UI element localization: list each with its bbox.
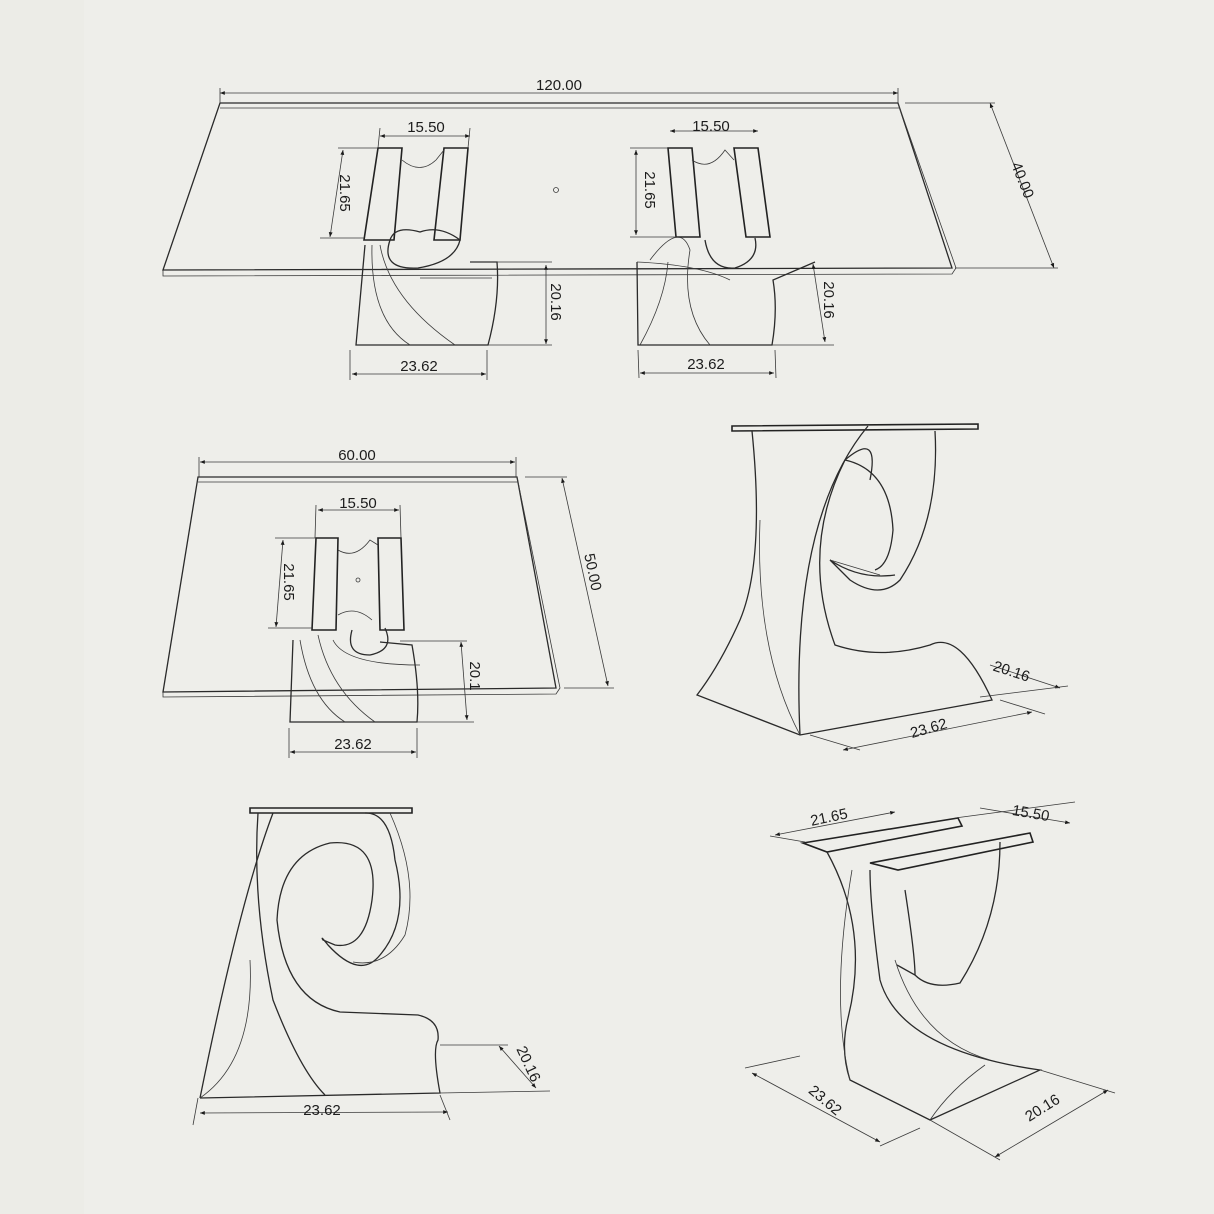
dim-square-plate-length: 21.65 xyxy=(280,563,297,601)
dim-table-length: 120.00 xyxy=(536,77,582,94)
dim-iso-back-plate-length: 21.65 xyxy=(809,805,849,829)
dim-plate-spacing-right: 15.50 xyxy=(692,118,730,135)
dim-plate-spacing-left: 15.50 xyxy=(407,119,445,136)
right-leg: 15.50 21.65 20.16 23.62 xyxy=(630,118,837,379)
dim-iso-front-depth: 20.16 xyxy=(991,658,1032,686)
dim-leg-base-right: 23.62 xyxy=(687,356,725,373)
dim-plate-length-left: 21.65 xyxy=(336,174,353,212)
dim-iso-back-plate-spacing: 15.50 xyxy=(1011,802,1051,825)
table-top-outline xyxy=(162,102,953,271)
view-square-table: 60.00 50.00 15.50 21.65 20.1 23.62 xyxy=(162,447,614,758)
dim-square-plate-spacing: 15.50 xyxy=(339,495,377,512)
dim-square-table-width: 50.00 xyxy=(580,552,604,592)
dim-iso-back-base: 23.62 xyxy=(805,1082,845,1119)
view-side-spiral-leg: 23.62 20.16 xyxy=(192,807,551,1126)
dim-leg-base-left: 23.62 xyxy=(400,358,438,375)
view-iso-front-leg: 23.62 20.16 xyxy=(695,423,1069,751)
dim-leg-height-right: 20.16 xyxy=(820,281,837,319)
view-iso-back-leg: 21.65 15.50 23.62 20.16 xyxy=(744,801,1116,1161)
left-leg: 15.50 21.65 20.16 23.62 xyxy=(320,119,564,380)
dim-square-leg-height: 20.1 xyxy=(466,661,483,690)
dim-plate-length-right: 21.65 xyxy=(641,171,658,209)
dim-table-width: 40.00 xyxy=(1007,160,1037,201)
dim-iso-front-base: 23.62 xyxy=(908,715,949,742)
dim-square-table-length: 60.00 xyxy=(338,447,376,464)
dim-square-leg-base: 23.62 xyxy=(334,736,372,753)
view-rect-table: 120.00 40.00 15.50 21.65 20.16 23.62 xyxy=(162,77,1058,380)
dim-side-depth: 20.16 xyxy=(512,1043,543,1084)
dim-leg-height-left: 20.16 xyxy=(547,283,564,321)
dim-side-base: 23.62 xyxy=(303,1102,341,1119)
